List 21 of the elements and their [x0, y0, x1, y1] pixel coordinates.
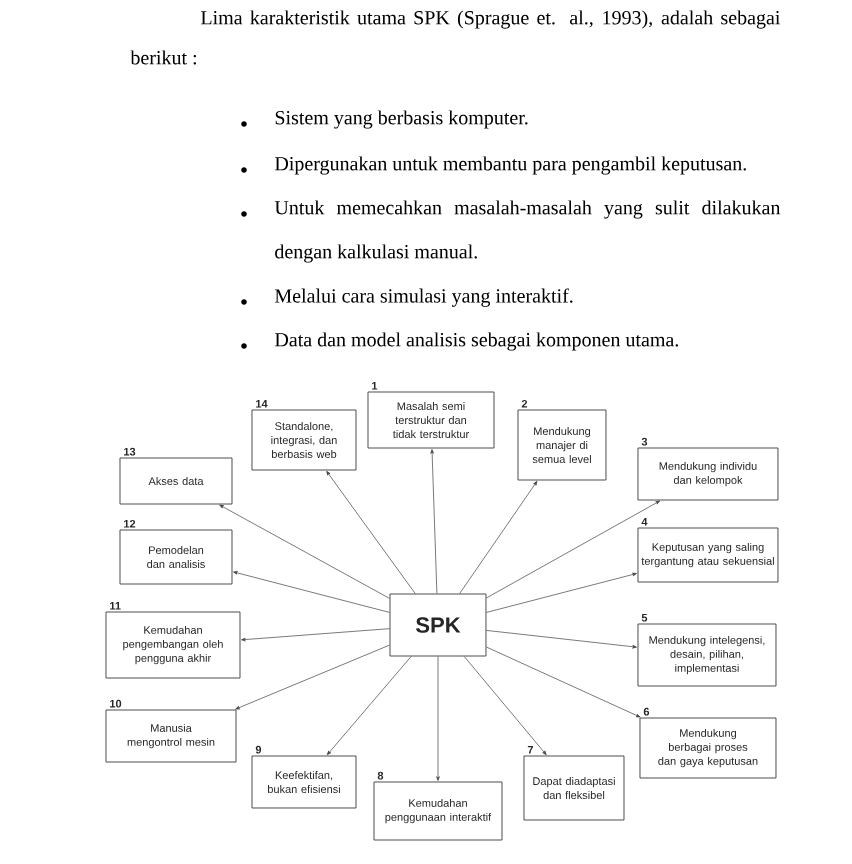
arrow	[486, 646, 641, 718]
central-box: SPK	[389, 593, 487, 657]
arrow	[486, 500, 661, 599]
bullet-item: Dipergunakan untuk membantu para pengambil keputusan.	[241, 156, 746, 175]
arrow	[233, 571, 390, 613]
arrow	[486, 630, 637, 649]
bullet-item: Sistem yang berbasis komputer.	[241, 110, 528, 129]
bullet-item: Data dan model analisis sebagai komponen utama.	[241, 332, 678, 351]
arrow	[463, 656, 547, 756]
arrow	[235, 644, 390, 710]
paragraph: Lima karakteristik utama SPK (Sprague et. al., 1993), adalah sebagai berikut :	[130, 10, 781, 65]
arrow	[430, 449, 438, 594]
arrow	[219, 504, 390, 599]
bullet-item: Melalui cara simulasi yang interaktif.	[241, 288, 573, 307]
arrow	[486, 572, 637, 613]
bullet-item: Untuk memecahkan masalah-masalah yang sulit dilakukan dengan kalkulasi manual.	[241, 200, 781, 263]
arrow	[326, 470, 416, 594]
arrow	[436, 656, 440, 781]
arrow	[459, 481, 538, 594]
arrow	[326, 656, 412, 756]
arrow	[241, 628, 390, 642]
